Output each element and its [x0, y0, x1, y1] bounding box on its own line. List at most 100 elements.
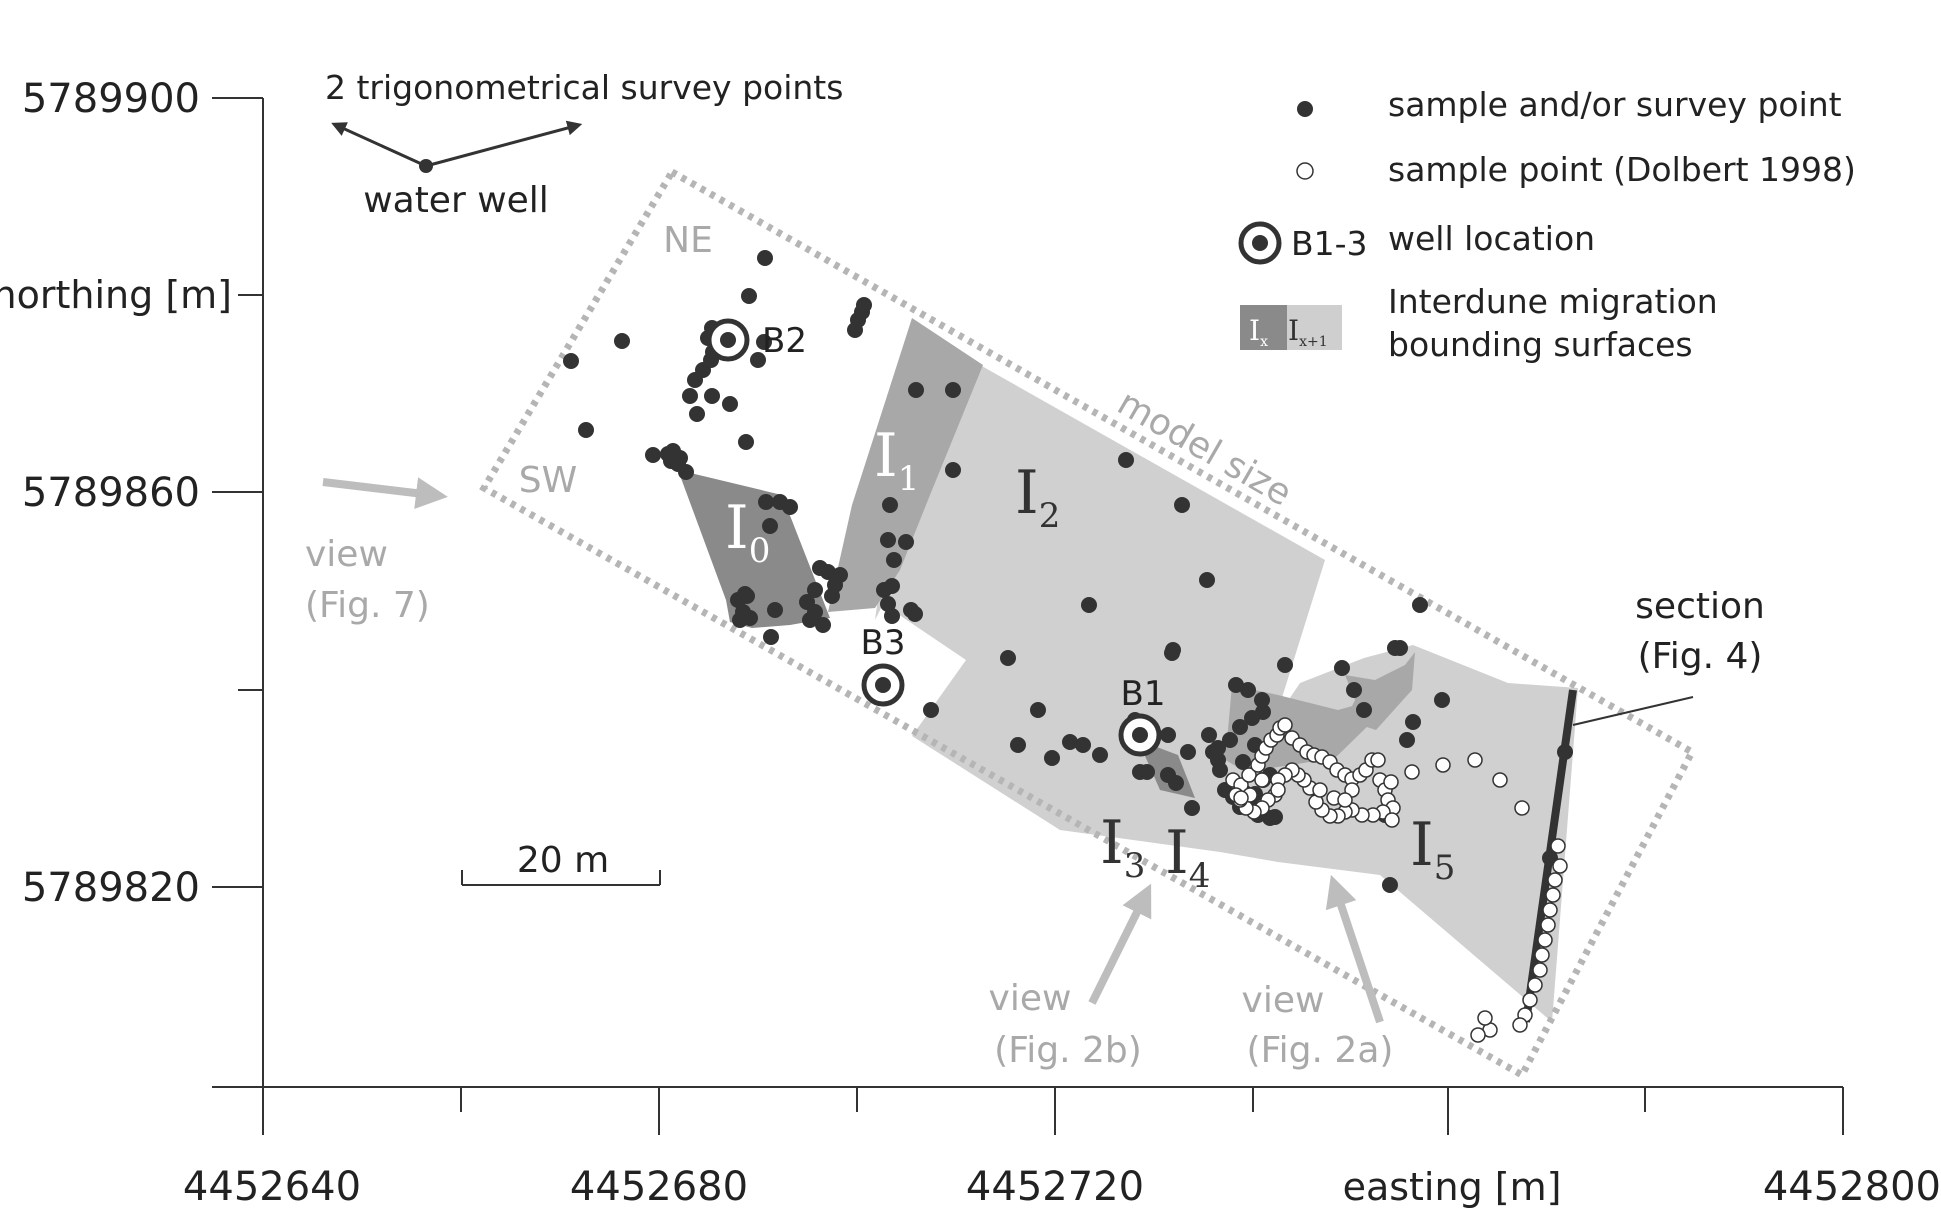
y-axis: [212, 97, 264, 1087]
view-fig2a-arrow: [1325, 874, 1384, 1024]
sample-point: [741, 288, 757, 304]
sample-point: [1434, 692, 1450, 708]
sw-label: SW: [519, 460, 577, 501]
sample-point: [1044, 750, 1060, 766]
legend-sample-label: sample and/or survey point: [1388, 85, 1842, 124]
sample-point: [1160, 727, 1176, 743]
sample-point: [1168, 775, 1184, 791]
dolbert-point: [1547, 872, 1563, 888]
y-tick-5789860: 5789860: [22, 470, 200, 516]
dolbert-point: [1384, 812, 1400, 828]
surface-i1-area: [828, 318, 983, 612]
sample-point: [1244, 710, 1260, 726]
legend-dolbert-label: sample point (Dolbert 1998): [1388, 150, 1856, 189]
sample-point: [1392, 640, 1408, 656]
legend-sample-symbol: [1297, 101, 1313, 117]
sample-point: [886, 552, 902, 568]
view-fig2a-line1: view: [1242, 980, 1325, 1021]
dolbert-point: [1542, 902, 1558, 918]
sample-point: [1165, 642, 1181, 658]
view-fig7-line2: (Fig. 7): [305, 585, 430, 626]
dolbert-point: [1545, 887, 1561, 903]
trig-points-label: 2 trigonometrical survey points: [325, 68, 843, 107]
well-b3: [861, 663, 905, 707]
sample-point: [807, 582, 823, 598]
x-tick-4452640: 4452640: [183, 1164, 361, 1210]
sample-point: [880, 532, 896, 548]
dolbert-point: [1537, 932, 1553, 948]
sample-point: [884, 608, 900, 624]
ne-label: NE: [663, 220, 713, 261]
legend: sample and/or survey point sample point …: [1238, 85, 1856, 364]
dolbert-point: [1550, 838, 1566, 854]
sample-point: [1201, 727, 1217, 743]
x-axis: [212, 1086, 1844, 1135]
dolbert-point: [1527, 977, 1543, 993]
sample-point: [1232, 719, 1248, 735]
well-b3-label: B3: [861, 623, 906, 663]
sample-point: [1180, 744, 1196, 760]
water-well-label: water well: [363, 180, 549, 221]
sample-point: [1228, 677, 1244, 693]
sample-point: [1075, 737, 1091, 753]
sample-point: [1346, 682, 1362, 698]
x-tick-4452680: 4452680: [570, 1164, 748, 1210]
dolbert-point: [1383, 774, 1399, 790]
sample-point: [923, 702, 939, 718]
sample-point: [847, 322, 863, 338]
sample-points: [563, 250, 1573, 893]
sample-point: [1356, 702, 1372, 718]
x-axis-title: easting [m]: [1343, 1165, 1562, 1209]
sample-point: [782, 499, 798, 515]
sample-point: [1030, 702, 1046, 718]
trig-arrow-right: [425, 120, 583, 168]
surface-label-i5: I5: [1410, 810, 1455, 888]
sample-point: [1222, 732, 1238, 748]
surface-label-i3: I3: [1100, 808, 1145, 886]
sample-point: [1405, 714, 1421, 730]
sample-point: [1412, 597, 1428, 613]
sample-point: [1240, 682, 1256, 698]
surface-label-i0: I0: [725, 493, 770, 571]
dolbert-point: [1532, 962, 1548, 978]
sample-point: [1557, 744, 1573, 760]
dolbert-point: [1552, 858, 1568, 874]
sample-point: [563, 353, 579, 369]
legend-swatch-light: [1287, 305, 1342, 350]
view-fig7-line1: view: [305, 534, 388, 575]
sample-point: [1092, 747, 1108, 763]
sample-point: [1174, 497, 1190, 513]
sample-point: [645, 447, 661, 463]
dolbert-point: [1477, 1010, 1493, 1026]
well-b2-label: B2: [762, 321, 807, 361]
sample-point: [903, 602, 919, 618]
dolbert-point: [1337, 792, 1353, 808]
legend-swatch-dark-label: Ix: [1249, 314, 1268, 350]
sample-point: [832, 567, 848, 583]
sample-point: [763, 629, 779, 645]
x-tick-4452720: 4452720: [966, 1164, 1144, 1210]
well-b1-label: B1: [1121, 674, 1166, 714]
surface-label-i2: I2: [1015, 458, 1060, 536]
dolbert-point: [1512, 1017, 1528, 1033]
sample-point: [1199, 572, 1215, 588]
surface-i0-area: [678, 470, 830, 628]
legend-swatch-light-label: Ix+1: [1288, 314, 1328, 350]
dolbert-point: [1467, 752, 1483, 768]
legend-dolbert-symbol: [1296, 162, 1314, 180]
sample-point: [767, 602, 783, 618]
sample-point: [1062, 734, 1078, 750]
view-fig2b-arrow: [1088, 883, 1152, 1005]
sample-point: [762, 518, 778, 534]
view-fig2b-line2: (Fig. 2b): [994, 1030, 1142, 1071]
sample-point: [750, 352, 766, 368]
surface-label-i4: I4: [1165, 818, 1210, 896]
sample-point: [815, 617, 831, 633]
y-tick-5789820: 5789820: [22, 865, 200, 911]
water-well-point: [419, 159, 433, 173]
sample-point: [882, 497, 898, 513]
sample-point: [1235, 754, 1251, 770]
sample-point: [1254, 692, 1270, 708]
dolbert-point: [1233, 790, 1249, 806]
